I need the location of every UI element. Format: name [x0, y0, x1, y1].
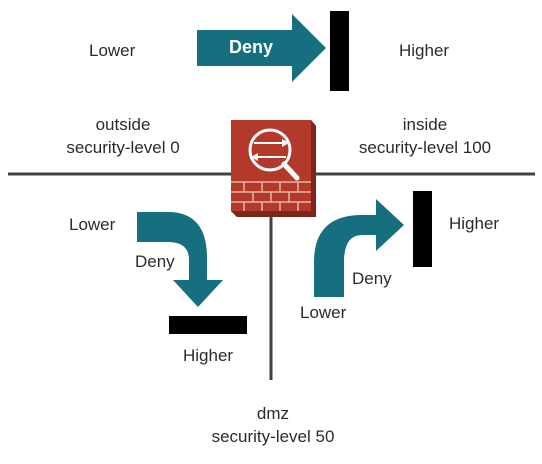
- left-barrier-icon: [169, 316, 247, 334]
- left-lower-label: Lower: [69, 215, 116, 234]
- right-higher-label: Higher: [449, 214, 500, 233]
- zone-inside-level: security-level 100: [358, 138, 492, 157]
- top-barrier-icon: [330, 11, 349, 91]
- zone-inside-name: inside: [402, 115, 448, 134]
- left-deny-arrow-icon: [137, 212, 223, 307]
- zone-outside-name: outside: [95, 115, 151, 134]
- right-barrier-icon: [413, 191, 432, 267]
- top-deny-arrow-icon: [197, 14, 326, 82]
- magnifier-icon: [248, 128, 300, 181]
- zone-outside: outside security-level 0: [66, 113, 179, 159]
- left-deny-label: Deny: [135, 252, 175, 271]
- right-deny-arrow-icon: [314, 199, 404, 297]
- left-higher-label: Higher: [183, 346, 234, 365]
- top-higher-label: Higher: [399, 41, 450, 60]
- zone-dmz-name: dmz: [256, 404, 290, 423]
- zone-inside: inside security-level 100: [359, 113, 491, 159]
- zone-outside-level: security-level 0: [66, 138, 180, 157]
- right-lower-label: Lower: [300, 303, 347, 322]
- right-deny-label: Deny: [352, 269, 392, 288]
- top-lower-label: Lower: [89, 41, 136, 60]
- zone-dmz-level: security-level 50: [211, 427, 335, 446]
- zone-dmz: dmz security-level 50: [212, 402, 335, 448]
- top-deny-label: Deny: [229, 37, 274, 57]
